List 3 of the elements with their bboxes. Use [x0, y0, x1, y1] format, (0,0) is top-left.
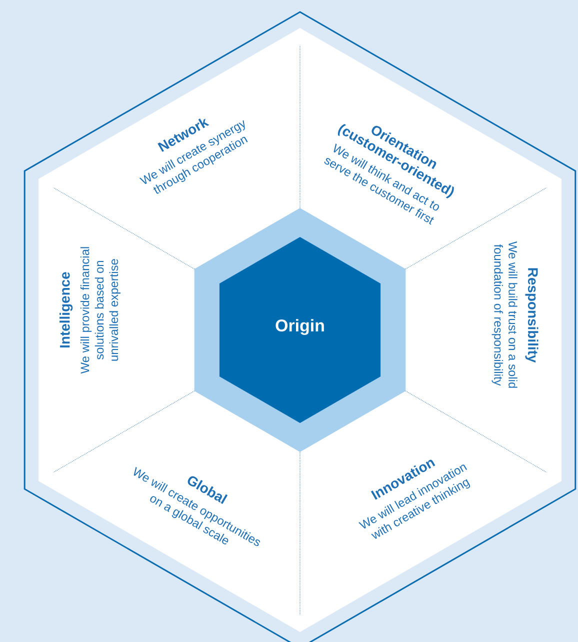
segment-text: Responsibility We will build trust on a solid foundation of responsibility	[492, 241, 538, 388]
center-hexagon: Origin	[219, 237, 381, 423]
segment-text: Intelligence We will provide financial solutions based on unrivalled expertise	[60, 247, 120, 374]
